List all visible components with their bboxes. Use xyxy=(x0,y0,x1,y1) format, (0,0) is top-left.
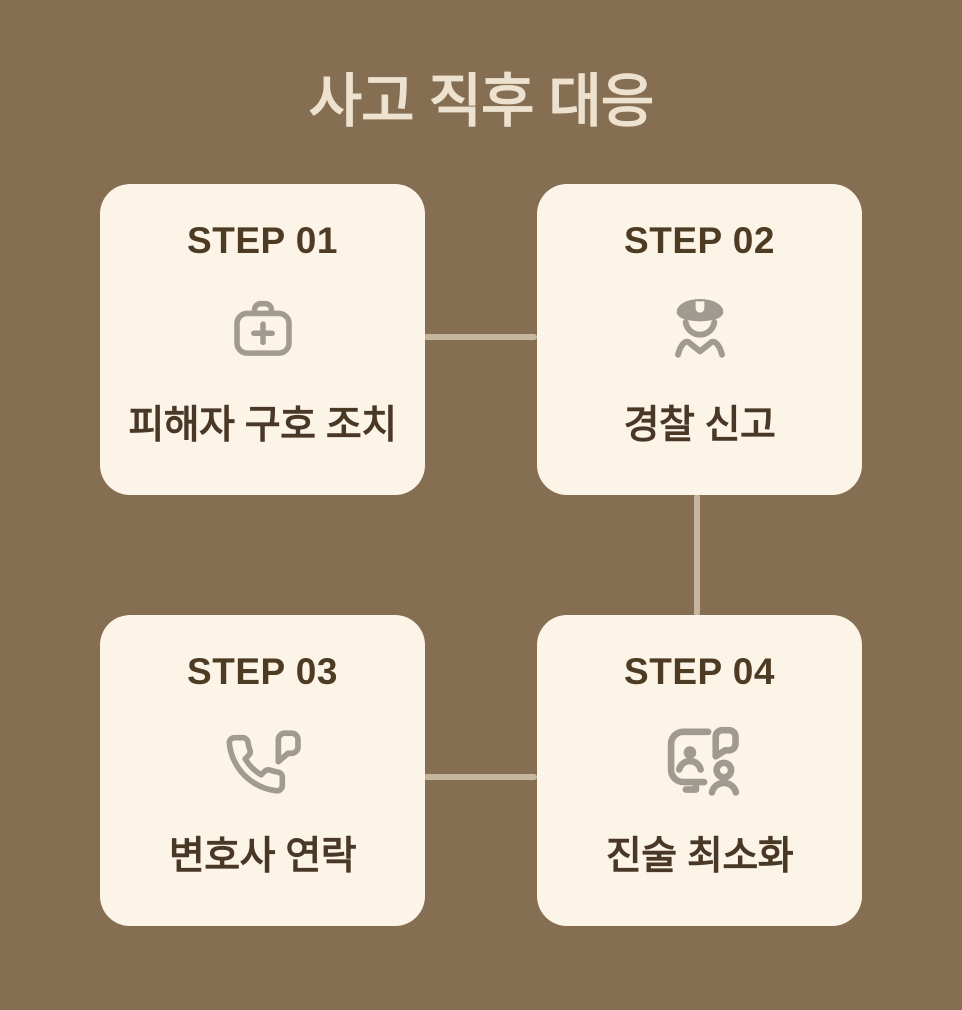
step-description: 경찰 신고 xyxy=(623,404,776,447)
police-officer-icon xyxy=(660,288,740,372)
step-card-4: STEP 04 진술 최소화 xyxy=(537,615,862,926)
step-description: 피해자 구호 조치 xyxy=(128,404,397,447)
connector-step3-step4 xyxy=(424,774,537,780)
phone-call-icon xyxy=(222,719,304,803)
step-number: STEP 02 xyxy=(624,220,775,261)
connector-step1-step2 xyxy=(424,334,537,340)
first-aid-kit-icon xyxy=(223,288,303,372)
step-number: STEP 01 xyxy=(187,220,338,261)
step-description: 변호사 연락 xyxy=(168,835,357,878)
step-card-3: STEP 03 변호사 연락 xyxy=(100,615,425,926)
step-card-1: STEP 01 피해자 구호 조치 xyxy=(100,184,425,495)
step-description: 진술 최소화 xyxy=(605,835,794,878)
step-card-2: STEP 02 경찰 신고 xyxy=(537,184,862,495)
connector-step2-step4 xyxy=(694,494,700,616)
step-number: STEP 03 xyxy=(187,651,338,692)
statement-interview-icon xyxy=(653,719,747,803)
step-number: STEP 04 xyxy=(624,651,775,692)
page-title: 사고 직후 대응 xyxy=(308,69,654,134)
